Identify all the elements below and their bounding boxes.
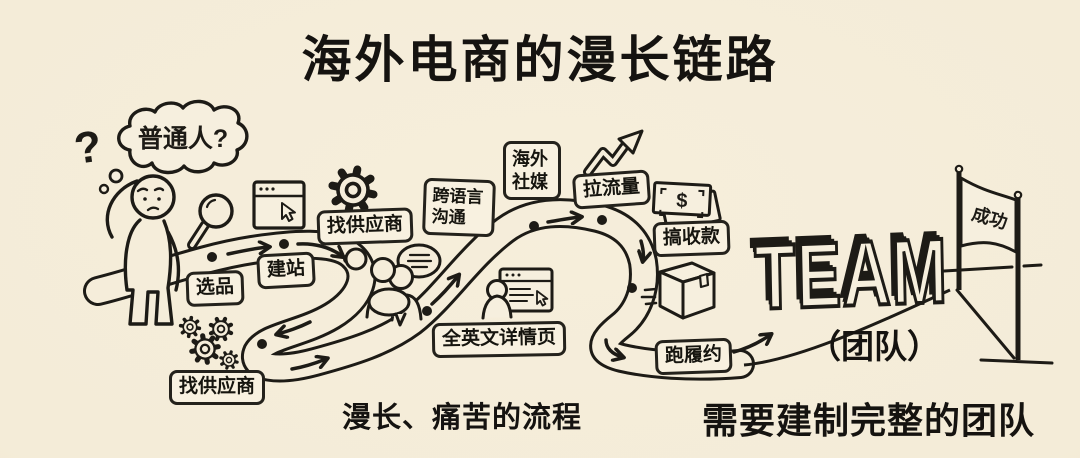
step-box-select-product: 选品 xyxy=(185,269,245,307)
webpage-editor-icon xyxy=(481,267,554,320)
package-icon xyxy=(640,261,716,320)
caption-painful-process: 漫长、痛苦的流程 xyxy=(342,402,583,434)
magnifier-icon xyxy=(187,193,234,250)
question-mark-icon: ? xyxy=(71,122,104,174)
caption-team-needed: 需要建制完整的团队 xyxy=(702,400,1036,441)
step-box-find-supplier-top: 找供应商 xyxy=(316,207,414,246)
step-box-find-supplier-bottom: 找供应商 xyxy=(169,370,266,405)
thought-bubble-label: 普通人? xyxy=(138,124,228,153)
step-box-overseas-social: 海外社媒 xyxy=(503,141,561,200)
step-box-pull-traffic: 拉流量 xyxy=(571,169,652,210)
team-alias: （团队） xyxy=(808,328,940,365)
step-box-collect-payment: 搞收款 xyxy=(652,219,731,258)
gear-icon xyxy=(328,165,378,215)
step-box-fulfillment: 跑履约 xyxy=(654,337,733,376)
confused-person xyxy=(105,174,181,326)
step-box-english-detail-page: 全英文详情页 xyxy=(431,320,567,358)
step-box-build-site: 建站 xyxy=(256,251,316,290)
team-word: TEAM xyxy=(752,218,951,330)
dollar-sign: $ xyxy=(676,190,688,213)
finish-flag: 成功 xyxy=(942,164,1054,365)
browser-window-icon xyxy=(252,180,306,230)
growth-arrow-icon xyxy=(583,129,644,177)
page-title: 海外电商的漫长链路 xyxy=(301,32,779,88)
thought-bubble: 普通人? xyxy=(98,99,249,195)
road-arrows xyxy=(226,217,770,371)
step-box-cross-language: 跨语言沟通 xyxy=(422,177,496,237)
chat-people-icon xyxy=(344,243,442,327)
gears-cluster-icon xyxy=(177,315,241,372)
